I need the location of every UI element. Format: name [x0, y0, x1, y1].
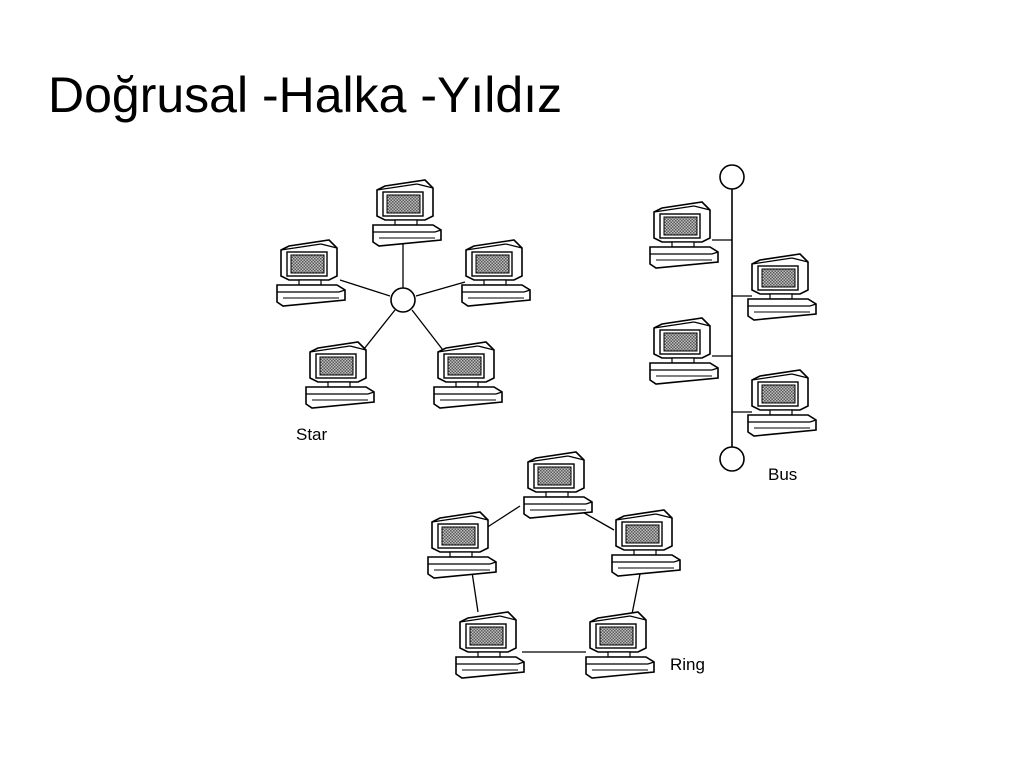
star-computer-lower-right — [433, 341, 503, 409]
star-computer-right — [461, 239, 531, 307]
star-link — [411, 309, 447, 355]
star-computer-lower-left — [305, 341, 375, 409]
bus-drops — [712, 239, 752, 413]
star-label: Star — [296, 425, 328, 444]
star-link — [339, 279, 391, 297]
star-links — [339, 240, 466, 355]
star-link — [415, 281, 466, 297]
ring-computer-right — [611, 509, 681, 577]
bus-terminator-top — [719, 164, 745, 190]
ring-link — [471, 571, 479, 613]
ring-computer-lower-left — [455, 611, 525, 679]
ring-computer-lower-right — [585, 611, 655, 679]
ring-computer-top — [523, 451, 593, 519]
ring-links — [471, 505, 641, 653]
ring-link — [485, 505, 521, 529]
ring-link — [631, 573, 641, 615]
star-topology: Star — [276, 179, 531, 444]
star-hub-circle — [390, 287, 416, 313]
star-link — [359, 309, 396, 355]
ring-computer-left — [427, 511, 497, 579]
ring-label: Ring — [670, 655, 705, 674]
ring-topology: Ring — [427, 451, 705, 679]
bus-terminator-bottom — [719, 446, 745, 472]
bus-computer-1 — [649, 201, 719, 269]
bus-computer-4 — [747, 369, 817, 437]
bus-topology: Bus — [649, 164, 817, 484]
bus-computer-3 — [649, 317, 719, 385]
bus-label: Bus — [768, 465, 797, 484]
bus-computer-2 — [747, 253, 817, 321]
star-computer-top — [372, 179, 442, 247]
slide-title: Doğrusal -Halka -Yıldız — [48, 67, 563, 123]
star-computer-left — [276, 239, 346, 307]
